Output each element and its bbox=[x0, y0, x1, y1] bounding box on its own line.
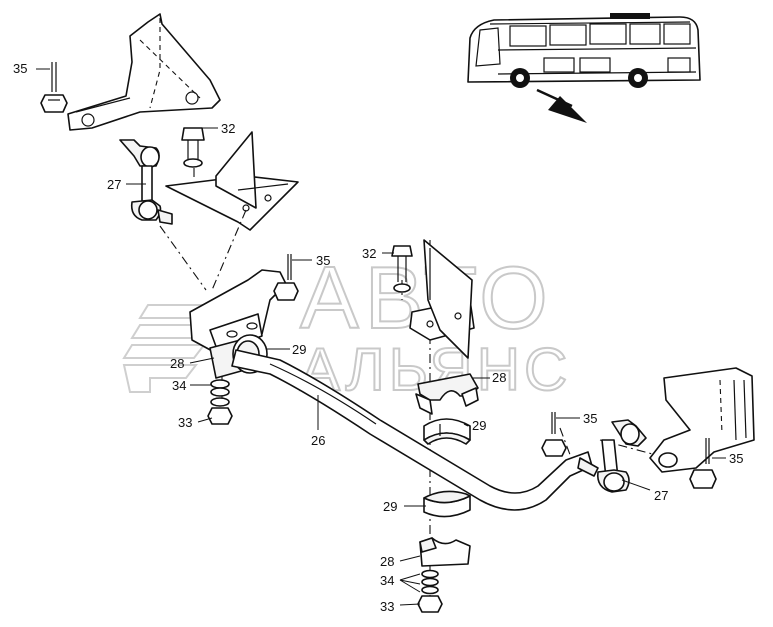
cotter-pin-35-right-center bbox=[541, 412, 567, 457]
drop-link-27-left bbox=[119, 139, 173, 225]
callout-34-left: 34 bbox=[172, 378, 186, 393]
callout-labels: 35 32 27 35 32 29 28 34 33 26 28 29 35 3… bbox=[13, 61, 743, 614]
bolt-32-upper bbox=[181, 127, 205, 168]
callout-35-right: 35 bbox=[729, 451, 743, 466]
callout-28-left: 28 bbox=[170, 356, 184, 371]
upper-left-bracket bbox=[67, 13, 221, 131]
stabilizer-bar-26 bbox=[231, 349, 593, 511]
bolt-32-center bbox=[391, 245, 413, 293]
callout-27-left: 27 bbox=[107, 177, 121, 192]
callout-28-center: 28 bbox=[492, 370, 506, 385]
bushing-29-lower bbox=[423, 490, 471, 518]
nut-pin-35-right bbox=[689, 438, 717, 489]
upper-mounting-plate bbox=[165, 131, 299, 231]
callout-29-center: 29 bbox=[472, 418, 486, 433]
fasteners-33-34-lower bbox=[417, 569, 443, 613]
leader-lines bbox=[36, 68, 726, 606]
right-axle-bracket bbox=[649, 367, 755, 473]
callout-33-lower: 33 bbox=[380, 599, 394, 614]
drop-link-27-right bbox=[577, 419, 647, 493]
callout-27-right: 27 bbox=[654, 488, 668, 503]
callout-26: 26 bbox=[311, 433, 325, 448]
callout-35-right-center: 35 bbox=[583, 411, 597, 426]
callout-32-upper: 32 bbox=[221, 121, 235, 136]
callout-29-lower: 29 bbox=[383, 499, 397, 514]
callout-28-lower: 28 bbox=[380, 554, 394, 569]
callout-32-center: 32 bbox=[362, 246, 376, 261]
callout-35-top-left: 35 bbox=[13, 61, 27, 76]
bushing-29-center bbox=[423, 418, 471, 445]
callout-29-left: 29 bbox=[292, 342, 306, 357]
bus-locator-image bbox=[467, 13, 701, 123]
cotter-pin-35-top-left bbox=[40, 62, 68, 113]
callout-35-center: 35 bbox=[316, 253, 330, 268]
clamp-28-center bbox=[415, 373, 479, 415]
clamp-28-lower bbox=[419, 537, 471, 567]
fasteners-33-34-left bbox=[207, 379, 233, 425]
center-mounting-plate bbox=[409, 239, 475, 359]
nut-pin-35-center bbox=[273, 254, 299, 301]
callout-33-left: 33 bbox=[178, 415, 192, 430]
callout-34-lower: 34 bbox=[380, 573, 394, 588]
